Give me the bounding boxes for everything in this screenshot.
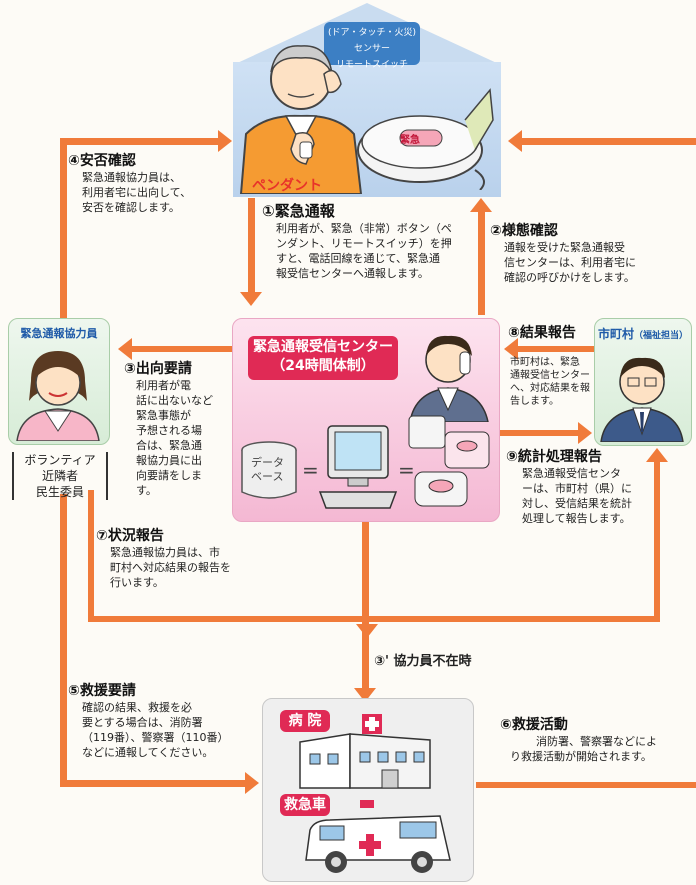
operator-illustration bbox=[409, 335, 489, 422]
flow-left-lower-vertical bbox=[60, 494, 67, 784]
flow-step5-line bbox=[60, 780, 250, 787]
database-label: データ ベース bbox=[251, 456, 284, 483]
house-sign-line1: (ドア・タッチ・火災) センサー bbox=[327, 28, 417, 54]
step7-block: ⑦状況報告 緊急通報協力員は、市 町村へ対応結果の報告を 行います。 bbox=[96, 525, 276, 590]
step3-title: ③出向要請 bbox=[124, 361, 192, 377]
step6-title: ⑥救援活動 bbox=[500, 717, 568, 733]
step5-block: ⑤救援要請 確認の結果、救援を必 要とする場合は、消防署 （119番）、警察署（… bbox=[68, 680, 248, 760]
cooperator-members: ボランティア 近隣者 民生委員 bbox=[12, 452, 108, 500]
step3-block: ③出向要請 利用者が電 話に出ないなど 緊急事態が 予想される場 合は、緊急通 … bbox=[124, 358, 229, 498]
arrow-right-icon bbox=[245, 772, 259, 794]
house-sign-line2: リモートスイッチ bbox=[335, 60, 408, 70]
step9-body: 緊急通報受信センタ ーは、市町村（県）に 対し、受信結果を統計 処理して報告しま… bbox=[522, 467, 632, 525]
municipality-staff-illustration bbox=[600, 357, 684, 442]
step2-title: ②様態確認 bbox=[490, 223, 558, 239]
municipality-title: 市町村（福祉担当） bbox=[597, 327, 689, 341]
flow-step3-line bbox=[130, 346, 232, 352]
arrow-left-icon bbox=[118, 338, 132, 360]
remote-switch-illustration bbox=[357, 88, 494, 190]
arrow-right-icon bbox=[218, 130, 232, 152]
step5-title: ⑤救援要請 bbox=[68, 683, 136, 699]
reception-center-title: 緊急通報受信センター （24時間体制） bbox=[248, 336, 398, 380]
elderly-user-illustration bbox=[239, 45, 363, 194]
step5-body: 確認の結果、救援を必 要とする場合は、消防署 （119番）、警察署（110番） … bbox=[82, 701, 229, 759]
arrow-up-icon bbox=[470, 198, 492, 212]
step4-body: 緊急通報協力員は、 利用者宅に出向して、 安否を確認します。 bbox=[82, 171, 192, 214]
step6-block: ⑥救援活動 消防署、警察署などによ り救援活動が開始されます。 bbox=[500, 714, 692, 764]
step4-title: ④安否確認 bbox=[68, 153, 136, 169]
step9-block: ⑨統計処理報告 緊急通報受信センタ ーは、市町村（県）に 対し、受信結果を統計 … bbox=[506, 446, 656, 526]
cooperator-illustration bbox=[16, 351, 100, 441]
step8-block: ⑧結果報告 市町村は、緊急 通報受信センター へ、対応結果を報 告します。 bbox=[508, 322, 598, 408]
arrow-left-icon bbox=[504, 338, 518, 360]
ambulance-illustration bbox=[305, 800, 451, 873]
flow-top-left-horizontal bbox=[60, 138, 225, 145]
flow-step3b-line bbox=[362, 522, 369, 690]
phone-devices-illustration bbox=[408, 415, 490, 507]
arrow-down-icon bbox=[240, 292, 262, 306]
flow-step6-line bbox=[476, 782, 696, 788]
step1-body: 利用者が、緊急（非常）ボタン（ペ ンダント、リモートスイッチ）を押 すと、電話回… bbox=[276, 222, 452, 280]
flow-step8-line bbox=[516, 346, 594, 352]
step9-title: ⑨統計処理報告 bbox=[506, 449, 602, 465]
step8-title: ⑧結果報告 bbox=[508, 325, 576, 341]
equals-sign-icon: = bbox=[302, 458, 319, 482]
hospital-label: 病 院 bbox=[280, 710, 330, 732]
step8-body: 市町村は、緊急 通報受信センター へ、対応結果を報 告します。 bbox=[510, 357, 590, 407]
step3-body: 利用者が電 話に出ないなど 緊急事態が 予想される場 合は、緊急通 報協力員に出… bbox=[136, 379, 213, 497]
flow-left-vertical bbox=[60, 138, 67, 318]
step1-block: ①緊急通報 利用者が、緊急（非常）ボタン（ペ ンダント、リモートスイッチ）を押 … bbox=[262, 200, 472, 281]
step7-title: ⑦状況報告 bbox=[96, 528, 164, 544]
step4-block: ④安否確認 緊急通報協力員は、 利用者宅に出向して、 安否を確認します。 bbox=[68, 150, 243, 215]
municipality-panel: 市町村（福祉担当） bbox=[594, 318, 692, 446]
computer-illustration bbox=[318, 425, 398, 509]
pendant-label: ペンダント bbox=[252, 178, 322, 194]
cooperator-title: 緊急通報協力員 bbox=[20, 327, 98, 340]
step6-body: 消防署、警察署などによ り救援活動が開始されます。 bbox=[510, 735, 657, 763]
arrow-right-icon bbox=[578, 422, 592, 444]
database-icon bbox=[241, 441, 297, 499]
flow-step9-line bbox=[500, 430, 580, 436]
step3b-title: ③' 協力員不在時 bbox=[374, 654, 472, 669]
flow-step7-line bbox=[88, 490, 94, 620]
ambulance-label: 救急車 bbox=[280, 794, 330, 816]
arrow-up-icon bbox=[646, 448, 668, 462]
step1-title: ①緊急通報 bbox=[262, 202, 335, 220]
hospital-illustration bbox=[299, 714, 431, 789]
flow-right-lower-vertical bbox=[654, 460, 660, 622]
emergency-button-label: 緊急 bbox=[400, 135, 420, 146]
step2-body: 通報を受けた緊急通報受 信センターは、利用者宅に 確認の呼びかけをします。 bbox=[504, 241, 636, 284]
equals-sign-icon: = bbox=[398, 458, 415, 482]
step7-body: 緊急通報協力員は、市 町村へ対応結果の報告を 行います。 bbox=[110, 546, 231, 589]
arrow-left-icon bbox=[508, 130, 522, 152]
flow-right-top-horizontal bbox=[520, 138, 696, 145]
flow-step2-line bbox=[478, 210, 485, 315]
cooperator-panel: 緊急通報協力員 bbox=[8, 318, 110, 445]
flow-bottom-horizontal bbox=[88, 616, 660, 622]
flow-step1-line bbox=[248, 198, 255, 293]
step2-block: ②様態確認 通報を受けた緊急通報受 信センターは、利用者宅に 確認の呼びかけをし… bbox=[490, 220, 690, 285]
house-sign: (ドア・タッチ・火災) センサー リモートスイッチ bbox=[324, 22, 420, 70]
